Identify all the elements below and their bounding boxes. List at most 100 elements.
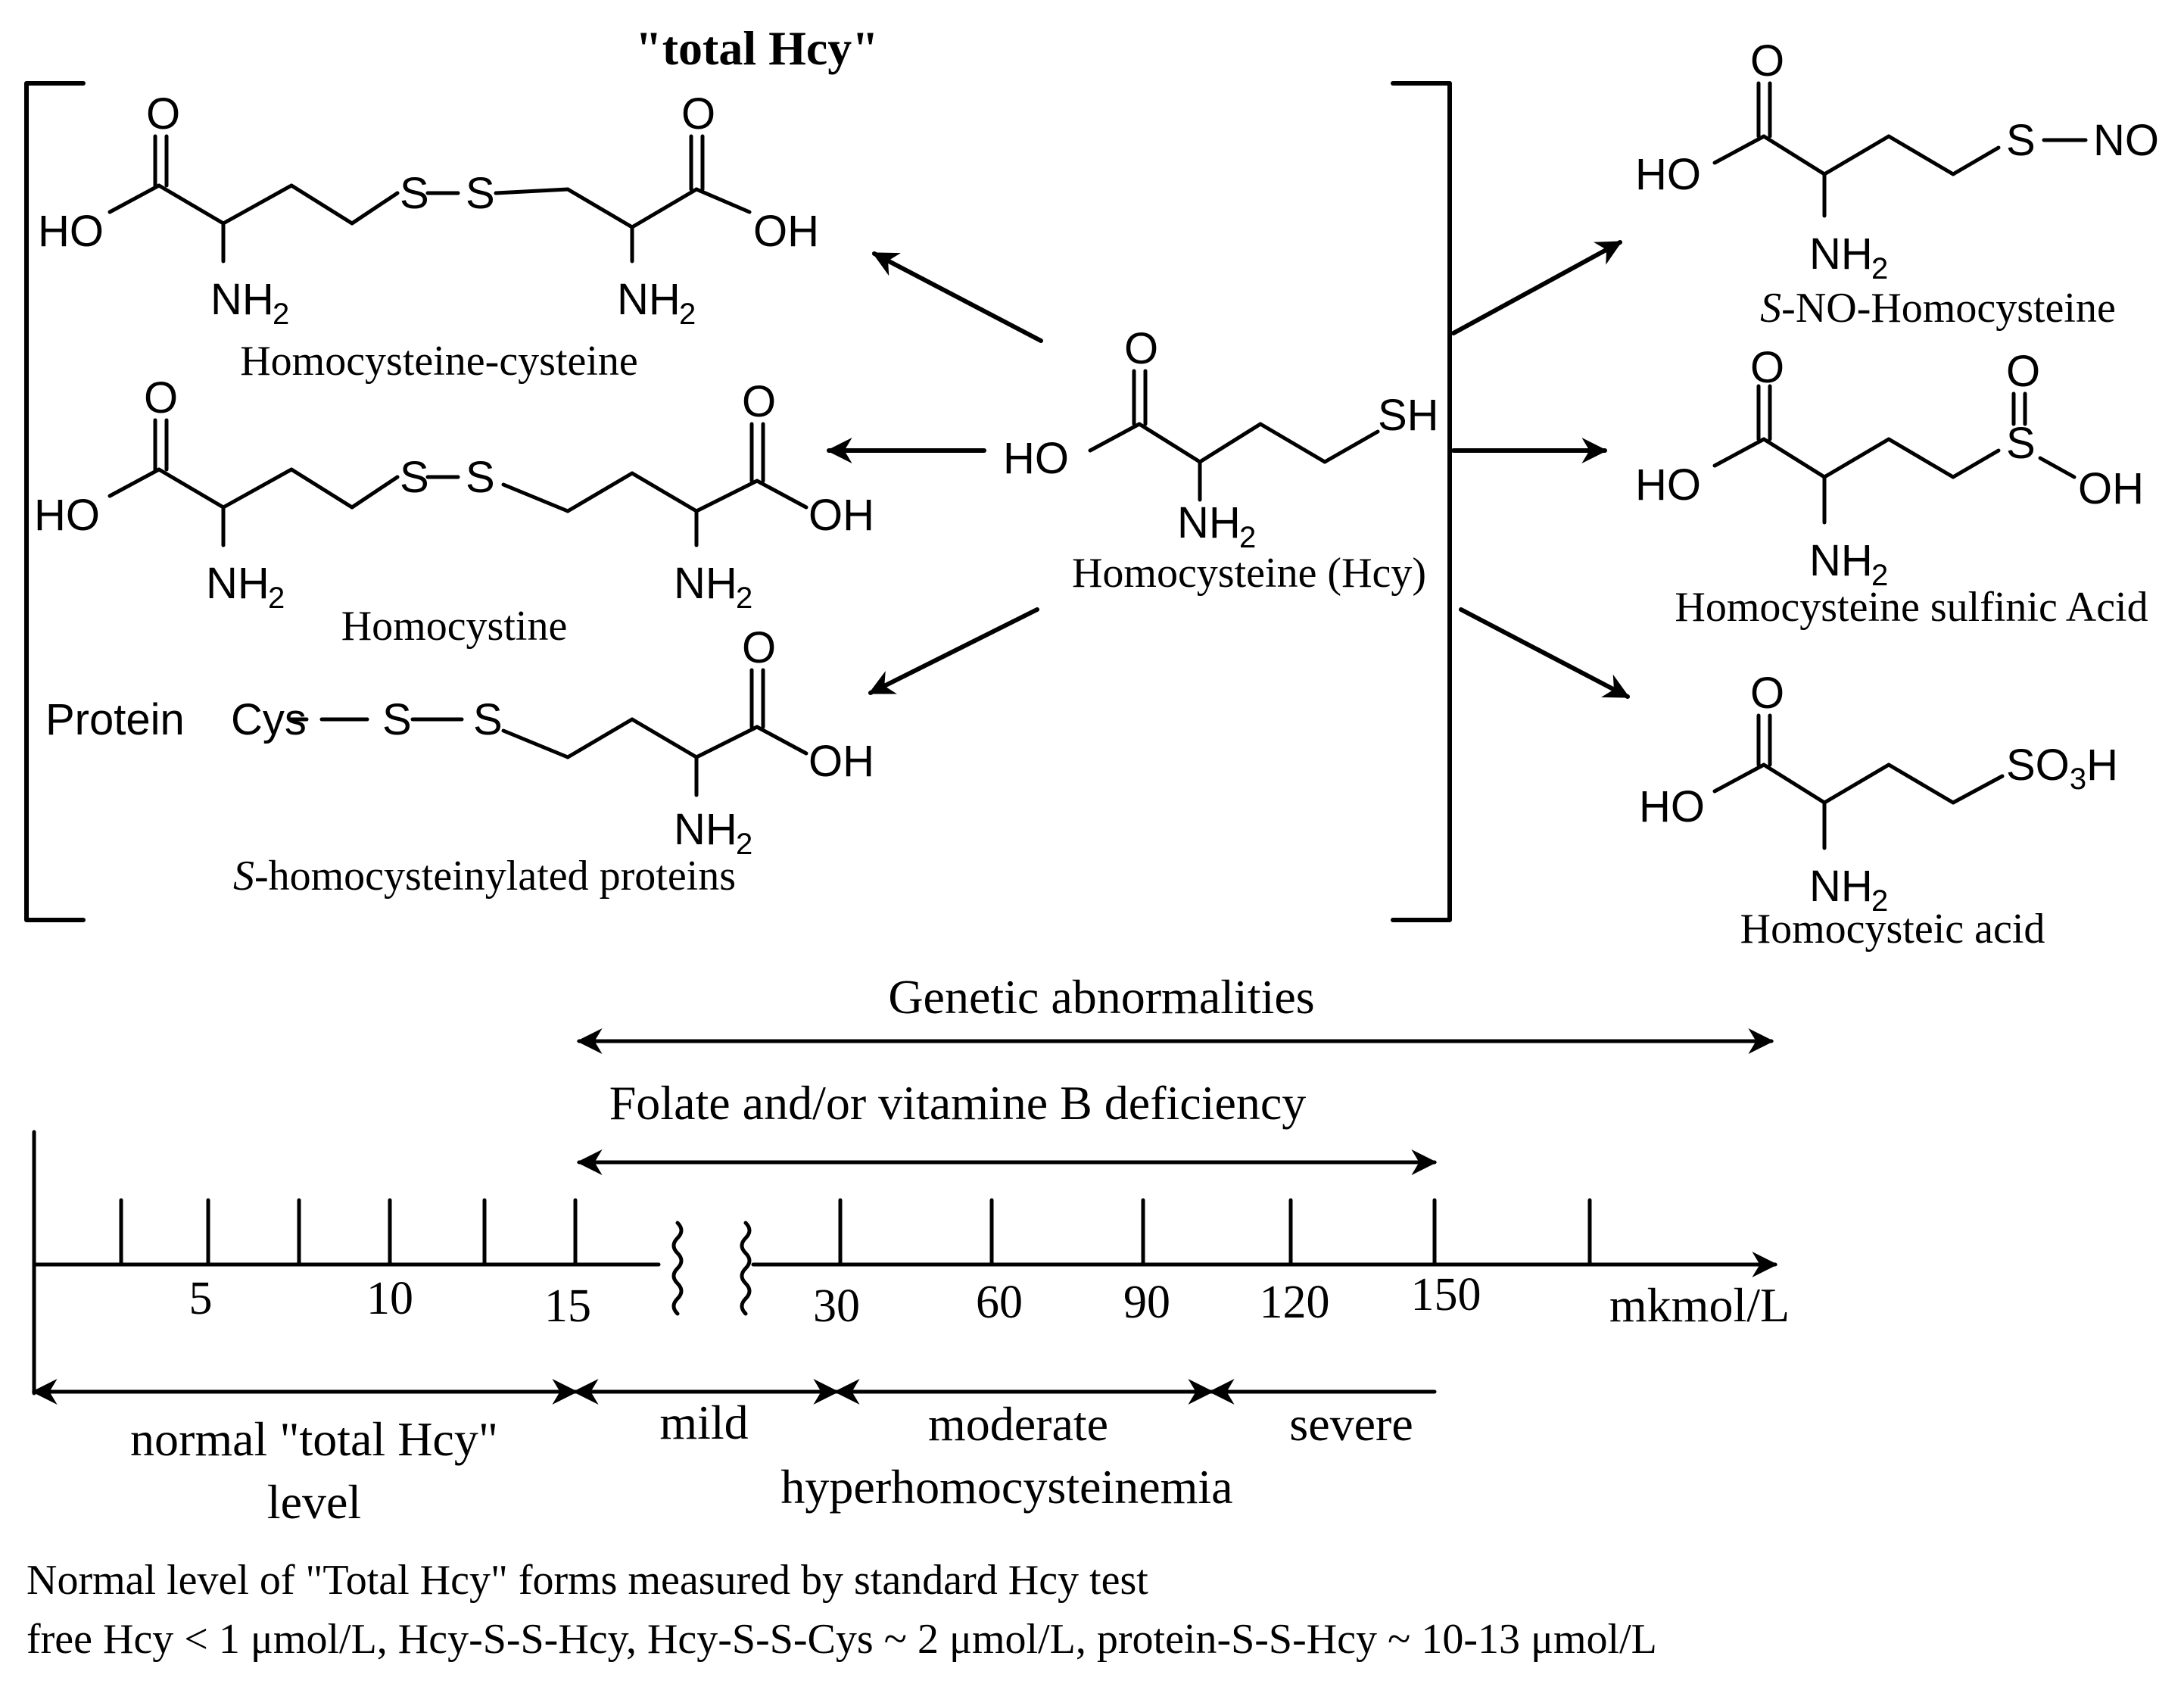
atom-label: S [2006, 419, 2036, 468]
atom-label: OH [753, 207, 819, 256]
s-homocysteinylated-proteins-caption: S-homocysteinylated proteins [233, 853, 736, 900]
atom-label: NH [1809, 862, 1873, 911]
normal-range-label: normal "total Hcy" [130, 1412, 498, 1466]
reaction-arrows [826, 240, 1631, 699]
footnote-line-1: Normal level of "Total Hcy" forms measur… [26, 1557, 1148, 1604]
homocysteine-structure: HO O SH NH 2 Homocysteine (Hcy) [1003, 324, 1439, 597]
atom-label: S [473, 695, 503, 744]
total-hcy-title: "total Hcy" [635, 21, 879, 75]
arrow-to-homocysteic-acid [1459, 607, 1631, 699]
atom-label: NH [210, 275, 274, 324]
homocystine-caption: Homocystine [341, 603, 568, 650]
atom-label: NH [206, 559, 269, 608]
axis-break [671, 1221, 752, 1316]
homocysteic-acid-caption: Homocysteic acid [1740, 906, 2045, 953]
atom-label: OH [2078, 464, 2144, 513]
tick-label: 150 [1411, 1269, 1481, 1321]
atom-label: O [1750, 36, 1784, 86]
concentration-axis [32, 1130, 1778, 1396]
atom-label: S [466, 169, 495, 218]
atom-label: HO [1003, 434, 1069, 483]
s-homocysteinylated-protein-structure: Protein Cys S S O OH NH 2 S-homocysteiny… [45, 623, 874, 900]
tick-label: 90 [1123, 1277, 1170, 1328]
homocysteine-cysteine-caption: Homocysteine-cysteine [240, 338, 638, 385]
atom-label: NH [674, 559, 737, 608]
atom-label: HO [1635, 150, 1701, 199]
atom-label: SO [2006, 741, 2070, 790]
caption-rest: -NO-Homocysteine [1781, 285, 2116, 332]
atom-label: NH [1809, 229, 1873, 279]
atom-label: S [382, 695, 412, 744]
atom-label: O [681, 89, 715, 139]
atom-label: S [400, 453, 429, 502]
atom-label: O [144, 373, 178, 423]
atom-label: NH [1809, 536, 1873, 585]
atom-label: OH [808, 491, 874, 540]
atom-label: NH [1177, 498, 1241, 547]
atom-label: 2 [273, 298, 289, 331]
arrow-to-s-no-homocysteine [1451, 240, 1622, 335]
atom-label: 2 [1239, 521, 1256, 554]
homocysteine-sulfinic-acid-structure: HO O O S OH NH 2 Homocysteine sulfinic A… [1635, 343, 2148, 631]
atom-label: O [742, 623, 776, 672]
atom-label: O [1750, 343, 1784, 392]
sulfinic-acid-caption: Homocysteine sulfinic Acid [1675, 584, 2148, 631]
total-hcy-bracket [24, 81, 1452, 922]
homocysteine-cysteine-structure: HO O NH 2 S S O OH NH 2 Homocysteine-cys… [38, 89, 819, 385]
mild-range-label: mild [659, 1396, 748, 1449]
atom-label: Protein [45, 695, 185, 744]
tick-label: 30 [813, 1280, 860, 1332]
atom-label: 2 [736, 828, 752, 861]
arrow-to-homocysteine-cysteine [871, 251, 1043, 343]
atom-label: 2 [1871, 559, 1888, 592]
folate-deficiency-label: Folate and/or vitamine B deficiency [609, 1076, 1307, 1130]
caption-rest: -homocysteinylated proteins [254, 853, 736, 900]
so3h-label: SO3H [2006, 741, 2118, 796]
atom-label: HO [1639, 782, 1705, 831]
footnote-line-2: free Hcy < 1 μmol/L, Hcy-S-S-Hcy, Hcy-S-… [26, 1616, 1657, 1663]
homocysteic-acid-structure: HO O SO3H NH 2 Homocysteic acid [1639, 669, 2118, 953]
atom-label: 2 [1871, 252, 1888, 285]
atom-label: O [146, 89, 180, 139]
atom-label: OH [808, 737, 874, 786]
atom-label: NH [617, 275, 681, 324]
atom-label: S [400, 169, 429, 218]
s-no-homocysteine-structure: HO O S NO NH 2 S-NO-Homocysteine [1635, 36, 2159, 332]
atom-label: NH [674, 805, 737, 854]
tick-label: 60 [976, 1277, 1023, 1328]
hyperhomocysteinemia-label: hyperhomocysteinemia [780, 1460, 1232, 1514]
atom-label: S [2006, 116, 2036, 165]
atom-label: SH [1378, 391, 1439, 440]
atom-label: 2 [1871, 884, 1888, 918]
s-no-homocysteine-caption: S-NO-Homocysteine [1760, 285, 2116, 332]
atom-label: 2 [679, 298, 696, 331]
severe-range-label: severe [1289, 1397, 1413, 1451]
atom-label: 2 [736, 582, 752, 615]
tick-label: 10 [366, 1273, 413, 1324]
unit-label: mkmol/L [1609, 1278, 1790, 1332]
arrow-to-s-homocysteinylated-proteins [868, 607, 1039, 695]
atom-label: O [742, 377, 776, 426]
atom-label: 2 [268, 582, 285, 615]
atom-label: NO [2093, 116, 2159, 165]
atom-label: H [2086, 741, 2118, 790]
atom-label: HO [38, 207, 104, 256]
tick-label: 5 [189, 1273, 213, 1324]
normal-range-label-line2: level [267, 1475, 361, 1529]
homocystine-structure: HO O NH 2 S S O OH NH 2 Homocystine [34, 373, 874, 650]
atom-label: HO [34, 491, 100, 540]
atom-label: Cys [231, 695, 307, 744]
tick-label: 120 [1260, 1277, 1330, 1328]
atom-label: O [1124, 324, 1158, 373]
caption-italic-prefix: S [1760, 285, 1781, 332]
tick-label: 15 [544, 1280, 591, 1332]
atom-label: S [466, 453, 495, 502]
atom-label: HO [1635, 460, 1701, 510]
atom-subscript: 3 [2070, 762, 2086, 796]
homocysteine-caption: Homocysteine (Hcy) [1072, 550, 1426, 597]
moderate-range-label: moderate [928, 1397, 1108, 1451]
atom-label: O [2006, 347, 2040, 396]
atom-label: O [1750, 669, 1784, 718]
